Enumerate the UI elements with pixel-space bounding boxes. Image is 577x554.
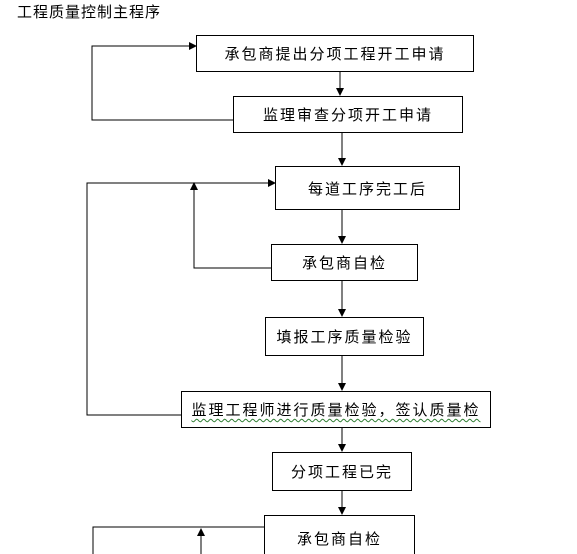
feedback-loop-selfcheck-to-process: [190, 182, 271, 269]
flow-step-self-check: 承包商自检: [271, 244, 418, 281]
page-title: 工程质量控制主程序: [17, 3, 162, 21]
flow-step-label: 承包商自检: [301, 254, 387, 272]
flow-step-process-complete: 每道工序完工后: [275, 166, 460, 210]
flow-step-label: 每道工序完工后: [307, 179, 427, 198]
flow-step-supervisor-inspection: 监理工程师进行质量检验，签认质量检: [181, 391, 491, 428]
flow-step-inspection-report: 填报工序质量检验: [265, 317, 424, 356]
flow-step-review: 监理审查分项开工申请: [233, 96, 463, 133]
flow-step-application: 承包商提出分项工程开工申请: [196, 35, 474, 72]
flow-step-subitem-complete: 分项工程已完: [272, 452, 412, 491]
flow-step-label: 承包商自检: [296, 529, 382, 548]
flow-step-self-check-2: 承包商自检: [264, 515, 415, 554]
feedback-loop-inspection-to-process: [86, 179, 276, 416]
flow-step-label: 填报工序质量检验: [276, 328, 413, 346]
flow-step-label: 分项工程已完: [290, 463, 393, 481]
flow-step-label: 监理工程师进行质量检验，签认质量检: [191, 401, 481, 419]
flow-step-label: 承包商提出分项工程开工申请: [224, 45, 446, 63]
feedback-loop-review-to-application: [91, 42, 233, 121]
feedback-loop-bottom-outer: [92, 526, 264, 554]
flow-step-label: 监理审查分项开工申请: [262, 106, 433, 124]
